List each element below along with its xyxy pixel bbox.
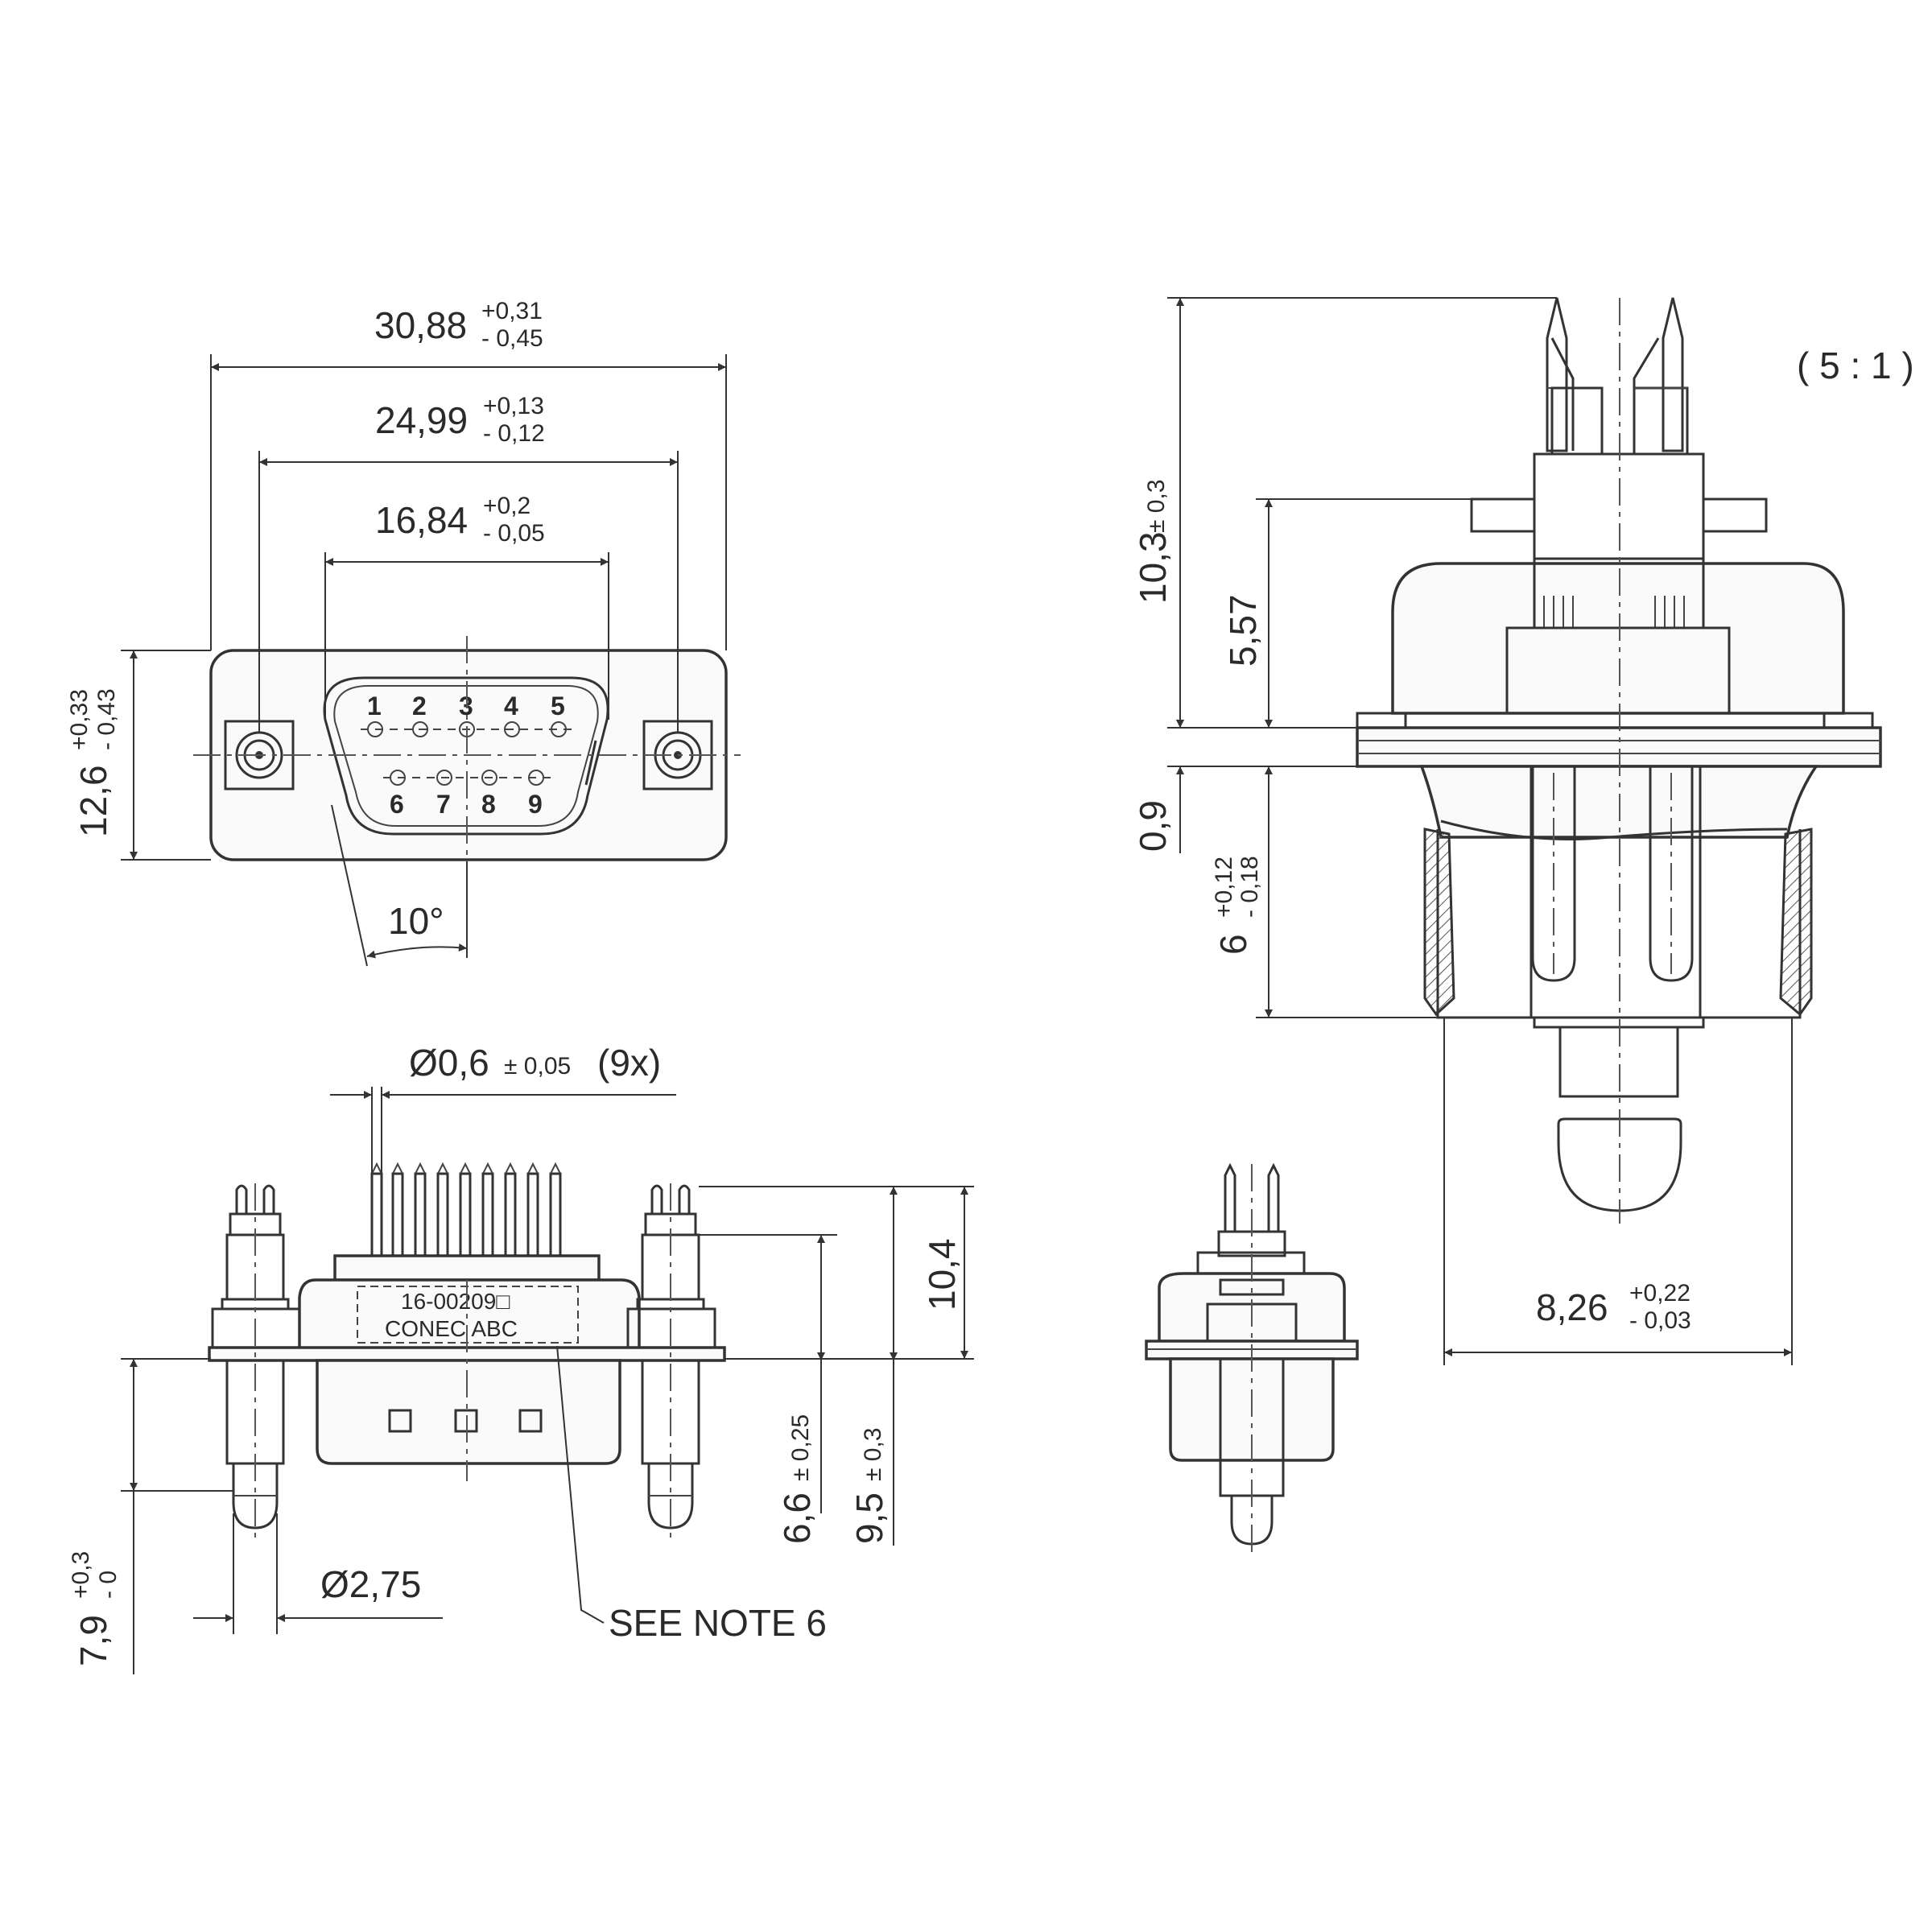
- pin-label-9: 9: [528, 790, 543, 819]
- dim-mount-spacing-tol-minus: - 0,12: [483, 420, 545, 447]
- dim-shell-width-tol-minus: - 0,05: [483, 520, 545, 547]
- bottom-view: 16-00209□ CONEC ABC: [68, 1042, 974, 1674]
- section-wall-left: [1423, 828, 1455, 1017]
- dim-depth: 8,26: [1536, 1286, 1608, 1328]
- dim-pin-diameter: Ø0,6: [409, 1042, 489, 1084]
- dim-0-9: 0,9: [1132, 800, 1174, 852]
- dim-mount-spacing: 24,99: [375, 399, 468, 441]
- small-side-view: [1145, 1162, 1359, 1554]
- dim-boss-diameter: Ø2,75: [320, 1563, 421, 1605]
- pin-label-7: 7: [436, 790, 451, 819]
- dim-height: 12,6: [72, 765, 114, 837]
- dim-height-tol-minus: - 0,43: [93, 688, 120, 750]
- dim-6: 6: [1212, 934, 1254, 955]
- dim-width-overall-tol-minus: - 0,45: [481, 325, 543, 352]
- dim-overall-height: 10,3: [1132, 531, 1174, 604]
- dim-width-overall-tol-plus: +0,31: [481, 298, 543, 324]
- dim-5-57: 5,57: [1222, 594, 1264, 667]
- dim-angle: 10°: [388, 900, 444, 942]
- dim-7-9-tol-minus: - 0: [95, 1571, 122, 1599]
- dim-7-9: 7,9: [72, 1615, 114, 1666]
- label-line-2: CONEC ABC: [385, 1316, 518, 1341]
- dim-7-9-tol-plus: +0,3: [68, 1551, 94, 1599]
- dim-shell-width-tol-plus: +0,2: [483, 493, 530, 519]
- scale-label: ( 5 : 1 ): [1797, 345, 1914, 386]
- dim-6-tol-minus: - 0,18: [1236, 856, 1263, 918]
- pin-label-2: 2: [412, 691, 427, 720]
- dim-pin-diameter-tol: ± 0,05: [504, 1053, 571, 1080]
- dim-mount-spacing-tol-plus: +0,13: [483, 393, 544, 419]
- note-ref: SEE NOTE 6: [609, 1602, 827, 1644]
- connector-body-lower: [316, 1359, 621, 1465]
- dim-9-5: 9,5: [848, 1492, 890, 1544]
- pin-label-6: 6: [390, 790, 404, 819]
- dim-pin-diameter-count: (9x): [597, 1042, 661, 1084]
- pin-row-bottom: [383, 770, 551, 786]
- housing-upper: [1391, 562, 1845, 715]
- pin-label-4: 4: [504, 691, 518, 720]
- header-pins: [370, 1162, 562, 1272]
- dim-6-6-tol: ± 0,25: [787, 1414, 814, 1481]
- dim-depth-tol-minus: - 0,03: [1629, 1307, 1691, 1334]
- dim-height-10-4: 10,4: [921, 1238, 963, 1311]
- dim-9-5-tol: ± 0,3: [860, 1427, 886, 1481]
- dim-overall-height-tol: ± 0,3: [1143, 479, 1170, 533]
- dim-width-overall: 30,88: [374, 304, 467, 346]
- dim-shell-width: 16,84: [375, 499, 468, 541]
- pin-label-1: 1: [367, 691, 382, 720]
- large-side-view: 10,3 ± 0,3 5,57 0,9 6 +0,12 - 0,18 8,26 …: [1132, 297, 1882, 1365]
- section-wall-right: [1779, 828, 1813, 1017]
- label-line-1: 16-00209□: [401, 1289, 510, 1314]
- pin-label-5: 5: [551, 691, 565, 720]
- pin-label-3: 3: [459, 691, 473, 720]
- dim-height-tol-plus: +0,33: [66, 689, 93, 750]
- dim-depth-tol-plus: +0,22: [1629, 1280, 1690, 1307]
- dim-6-6: 6,6: [776, 1492, 818, 1544]
- dim-6-tol-plus: +0,12: [1211, 857, 1237, 918]
- front-view: 1 2 3 4 5 6 7 8 9 30,88 +0,31 - 0,45 24,…: [66, 298, 741, 967]
- pin-label-8: 8: [481, 790, 496, 819]
